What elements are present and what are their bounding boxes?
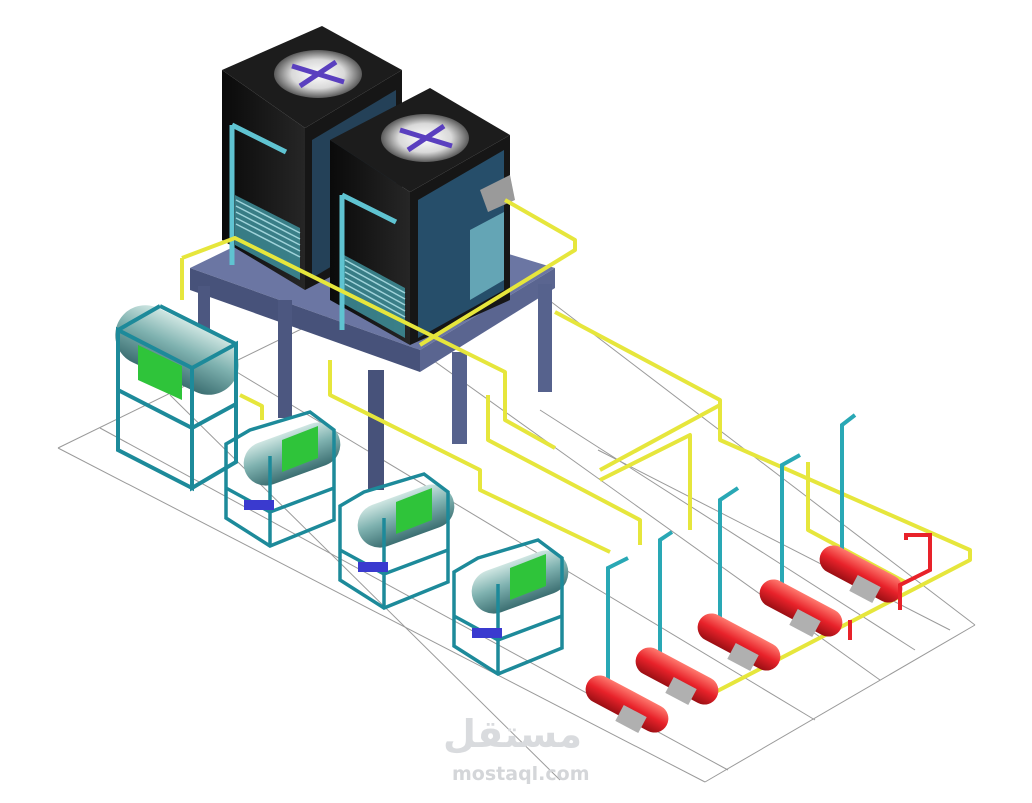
watermark-latin: mostaql.com [452, 763, 590, 785]
pump-3 [697, 613, 781, 672]
pump-4 [759, 579, 843, 638]
fan-blades-icon [399, 123, 453, 153]
red-piping [848, 533, 932, 640]
small-tank-3 [452, 538, 569, 676]
pump-2 [635, 647, 719, 706]
small-tank-1 [224, 410, 341, 548]
pump-5 [819, 545, 903, 604]
fan-blades-icon [291, 59, 345, 89]
cyan-piping [606, 413, 857, 690]
watermark-arabic: مستقل [443, 712, 582, 756]
yellow-piping [180, 198, 972, 702]
cooling-tower-2 [330, 88, 515, 345]
pump-1 [585, 675, 669, 734]
small-tank-2 [338, 472, 455, 610]
large-tank [115, 304, 239, 492]
